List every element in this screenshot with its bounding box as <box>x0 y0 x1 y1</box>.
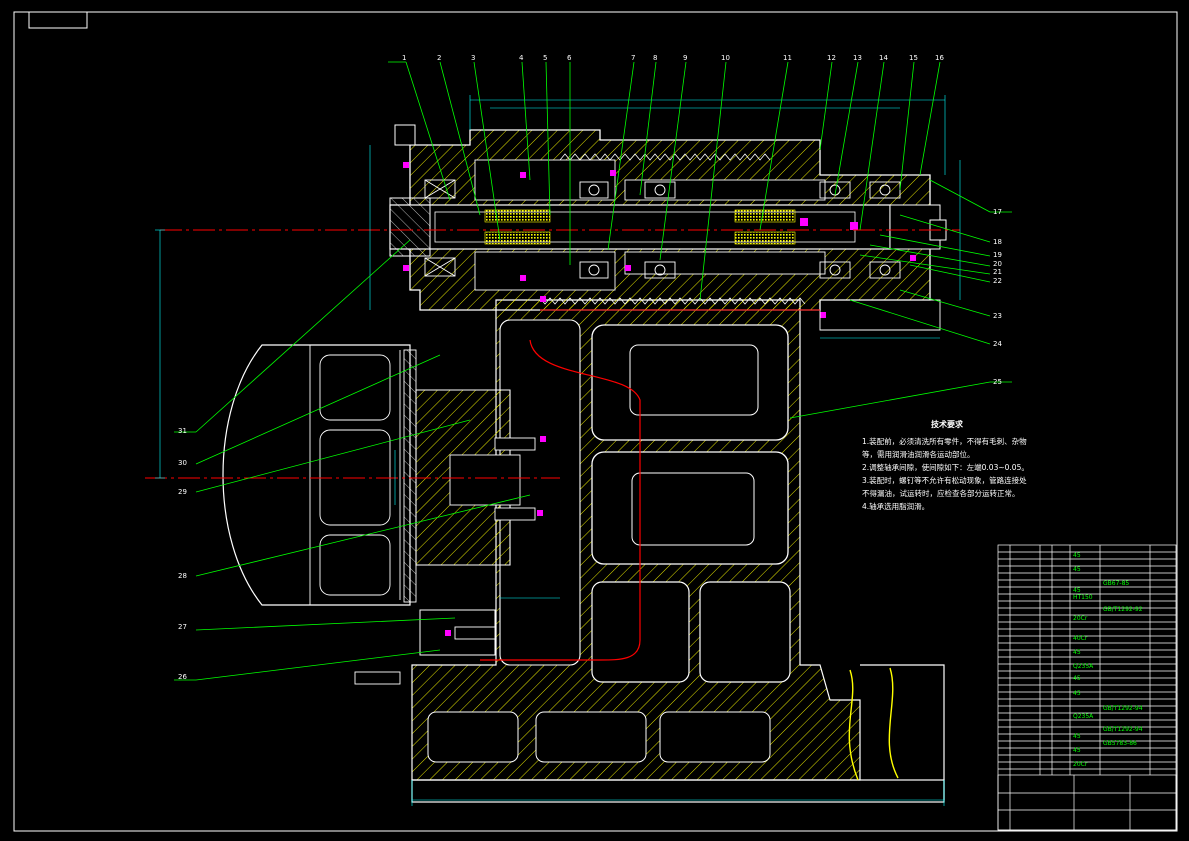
chuck-assembly <box>222 344 536 685</box>
parts-entry: 40Cr <box>1073 635 1088 642</box>
parts-entry: GB67-85 <box>1103 580 1129 587</box>
parts-entry: GB5783-86 <box>1103 740 1137 747</box>
balloon-22: 22 <box>993 277 1002 285</box>
balloon-20: 20 <box>993 260 1002 268</box>
parts-entry: 45 <box>1073 587 1081 594</box>
balloon-30: 30 <box>178 459 187 467</box>
parts-entry: 45 <box>1073 733 1081 740</box>
parts-entry: 45 <box>1073 649 1081 656</box>
balloon-10: 10 <box>721 54 730 62</box>
parts-entry: 20Cr <box>1073 615 1088 622</box>
parts-entry: GB/T1292-92 <box>1103 606 1143 613</box>
centerlines <box>145 229 960 661</box>
parts-entry: 45 <box>1073 690 1081 697</box>
balloon-4: 4 <box>519 54 524 62</box>
parts-entry: GB/T1292-94 <box>1103 705 1143 712</box>
requirement-item-1: 1.装配前，必须清洗所有零件，不得有毛刺、杂物等，需用润滑油润滑各运动部位。 <box>862 437 1027 459</box>
balloon-18: 18 <box>993 238 1002 246</box>
balloon-25: 25 <box>993 378 1002 386</box>
balloon-7: 7 <box>631 54 635 62</box>
requirement-item-4: 4.轴承选用脂润滑。 <box>862 502 930 511</box>
balloon-26: 26 <box>178 673 187 681</box>
requirement-item-2: 2.调整轴承间隙，使间隙如下：左端0.03~0.05。 <box>862 463 1029 472</box>
balloon-11: 11 <box>783 54 792 62</box>
parts-entry: HT150 <box>1073 594 1093 601</box>
balloon-24: 24 <box>993 340 1002 348</box>
balloon-27: 27 <box>178 623 187 631</box>
technical-requirements-title: 技术要求 <box>931 420 963 429</box>
balloon-9: 9 <box>683 54 687 62</box>
parts-list-entries: 45 45 GB67-85 45 HT150 GB/T1292-92 20Cr … <box>1073 552 1143 768</box>
parts-entry: 45 <box>1073 566 1081 573</box>
requirement-item-3: 3.装配时，螺钉等不允许有松动现象，管路连接处不得漏油，试运转时，应检查各部分运… <box>862 476 1027 498</box>
balloon-21: 21 <box>993 268 1002 276</box>
parts-list-table <box>997 544 1177 831</box>
dimension-lines <box>155 95 961 806</box>
balloon-2: 2 <box>437 54 441 62</box>
technical-requirements: 技术要求 1.装配前，必须清洗所有零件，不得有毛刺、杂物等，需用润滑油润滑各运动… <box>862 418 1032 513</box>
sheet-border <box>13 11 1178 832</box>
parts-entry: 45 <box>1073 747 1081 754</box>
balloon-17: 17 <box>993 208 1002 216</box>
balloon-5: 5 <box>543 54 547 62</box>
parts-entry: Q235A <box>1073 713 1094 720</box>
balloon-28: 28 <box>178 572 187 580</box>
parts-entry: 45 <box>1073 552 1081 559</box>
balloon-6: 6 <box>567 54 572 62</box>
balloon-3: 3 <box>471 54 475 62</box>
parts-entry: 45 <box>1073 675 1081 682</box>
spindle-housing <box>389 124 947 636</box>
balloon-12: 12 <box>827 54 836 62</box>
balloon-29: 29 <box>178 488 187 496</box>
balloon-labels: 1 2 3 4 5 6 7 8 9 10 11 12 13 14 15 16 1… <box>178 54 1002 681</box>
parts-entry: GB/T1292-94 <box>1103 726 1143 733</box>
parts-entry: Q235A <box>1073 663 1094 670</box>
balloon-15: 15 <box>909 54 918 62</box>
balloon-14: 14 <box>879 54 888 62</box>
balloon-31: 31 <box>178 427 187 435</box>
parts-entry: 20Cr <box>1073 761 1088 768</box>
balloon-19: 19 <box>993 251 1002 259</box>
balloon-23: 23 <box>993 312 1002 320</box>
balloon-13: 13 <box>853 54 862 62</box>
balloon-8: 8 <box>653 54 657 62</box>
balloon-16: 16 <box>935 54 944 62</box>
leader-lines <box>174 61 1012 681</box>
balloon-1: 1 <box>402 54 406 62</box>
